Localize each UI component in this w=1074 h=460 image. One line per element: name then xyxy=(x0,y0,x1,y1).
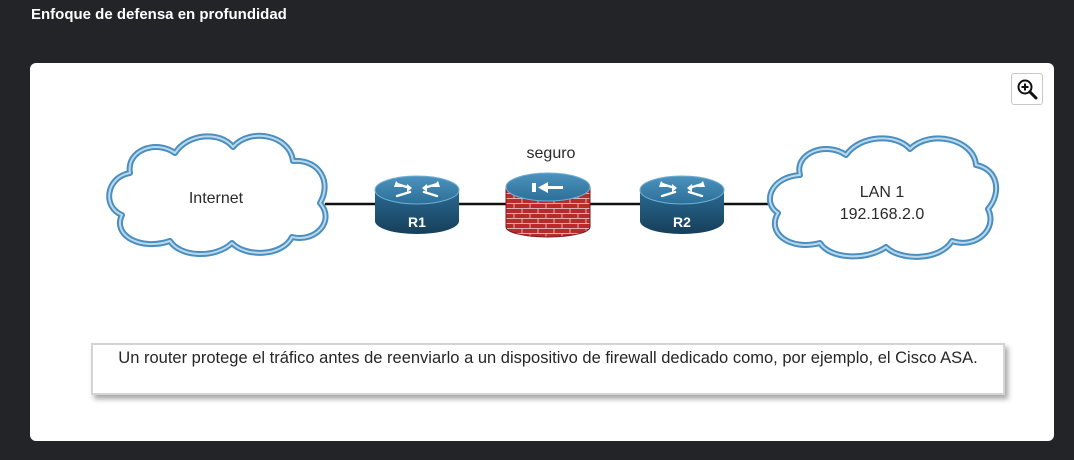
router-r1 xyxy=(374,175,460,234)
lan-name-label: LAN 1 xyxy=(860,184,905,201)
network-diagram: Internet LAN 1 192.168.2.0 R1 xyxy=(106,132,1000,260)
firewall-icon xyxy=(505,172,591,238)
lan-cloud xyxy=(766,135,1000,260)
internet-label: Internet xyxy=(189,190,244,207)
internet-cloud xyxy=(106,132,329,258)
page-title: Enfoque de defensa en profundidad xyxy=(31,6,287,23)
caption-text: Un router protege el tráfico antes de re… xyxy=(118,349,978,367)
router-r2-label: R2 xyxy=(673,214,691,230)
zoom-in-icon xyxy=(1017,79,1038,100)
caption-box: Un router protege el tráfico antes de re… xyxy=(91,343,1005,395)
firewall-label: seguro xyxy=(527,145,576,162)
zoom-button[interactable] xyxy=(1011,73,1043,105)
content-card: Internet LAN 1 192.168.2.0 R1 xyxy=(30,63,1054,441)
lan-address-label: 192.168.2.0 xyxy=(840,206,925,223)
router-r2 xyxy=(639,175,725,234)
router-r1-label: R1 xyxy=(408,214,426,230)
